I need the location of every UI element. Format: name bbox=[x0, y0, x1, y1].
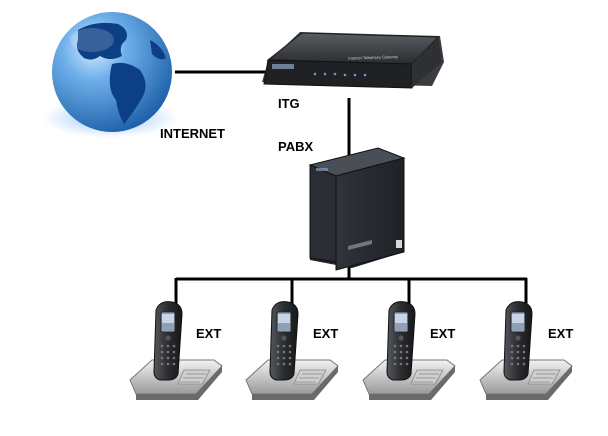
pbx-cabinet-icon bbox=[308, 147, 406, 271]
globe-icon bbox=[42, 12, 178, 138]
cordless-phone-icon bbox=[245, 301, 339, 401]
connection-lines bbox=[174, 70, 528, 308]
ext-label-4: EXT bbox=[548, 326, 574, 341]
ext-label-3: EXT bbox=[430, 326, 456, 341]
cordless-phone-icon bbox=[479, 301, 573, 401]
ext-label-2: EXT bbox=[313, 326, 339, 341]
pabx-label: PABX bbox=[278, 139, 314, 154]
itg-device-text: Internet Telephony Gateway bbox=[348, 54, 398, 61]
itg-label: ITG bbox=[278, 96, 300, 111]
ext-label-1: EXT bbox=[196, 326, 222, 341]
gateway-device-icon: Internet Telephony Gateway bbox=[262, 32, 444, 89]
internet-label: INTERNET bbox=[160, 126, 225, 141]
cordless-phone-icon bbox=[362, 301, 456, 401]
cordless-phone-icon bbox=[129, 301, 223, 401]
